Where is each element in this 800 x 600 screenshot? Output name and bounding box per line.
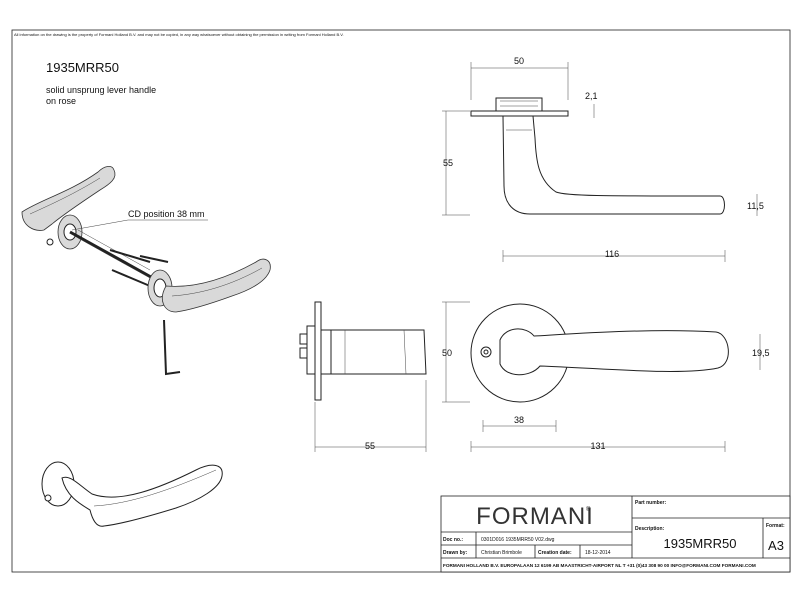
description-label: Description: xyxy=(635,526,665,532)
drawn-by-value: Christian Brimbole xyxy=(481,550,522,556)
dim-height: 55 xyxy=(443,158,453,168)
company-footer: FORMANI HOLLAND B.V. EUROPALAAN 12 6199 … xyxy=(443,563,756,568)
creation-date-label: Creation date: xyxy=(538,550,572,556)
description-value: 1935MRR50 xyxy=(664,536,737,551)
exploded-view: CD position 38 mm xyxy=(21,166,271,376)
dim-cd: 38 xyxy=(514,415,524,425)
product-description-2: on rose xyxy=(46,96,76,106)
property-notice: All information on the drawing is the pr… xyxy=(14,32,344,37)
dim-rose-width: 50 xyxy=(514,56,524,66)
brand-logo: FORMANI xyxy=(476,503,594,530)
format-value: A3 xyxy=(768,538,784,553)
part-number-label: Part number: xyxy=(635,500,666,506)
front-view: 50 19,5 38 131 xyxy=(442,301,770,452)
product-code: 1935MRR50 xyxy=(46,60,119,75)
doc-no-value: 0301D016 1935MRR50 V02.dwg xyxy=(481,537,555,543)
doc-no-label: Doc no.: xyxy=(443,537,463,543)
top-view: 50 2,1 55 11,5 116 xyxy=(442,56,764,262)
perspective-view xyxy=(41,461,223,527)
brand-registered-mark: ® xyxy=(586,506,591,513)
product-description-1: solid unsprung lever handle xyxy=(46,85,156,95)
creation-date-value: 18-12-2014 xyxy=(585,550,611,556)
side-view: 55 xyxy=(299,301,427,452)
title-block: FORMANI ® Part number: Description: 1935… xyxy=(440,495,791,573)
dim-rose-diameter: 50 xyxy=(442,348,452,358)
drawn-by-label: Drawn by: xyxy=(443,550,468,556)
dim-side-projection: 55 xyxy=(365,441,375,451)
dim-total-length: 131 xyxy=(590,441,605,451)
cd-position-callout: CD position 38 mm xyxy=(128,209,205,219)
dim-rose-thickness: 2,1 xyxy=(585,91,598,101)
dim-grip-thickness: 11,5 xyxy=(747,201,764,211)
format-label: Format: xyxy=(766,523,785,529)
dim-length: 116 xyxy=(605,249,619,259)
drawing-frame xyxy=(11,29,791,573)
dim-grip-height: 19,5 xyxy=(752,348,770,358)
